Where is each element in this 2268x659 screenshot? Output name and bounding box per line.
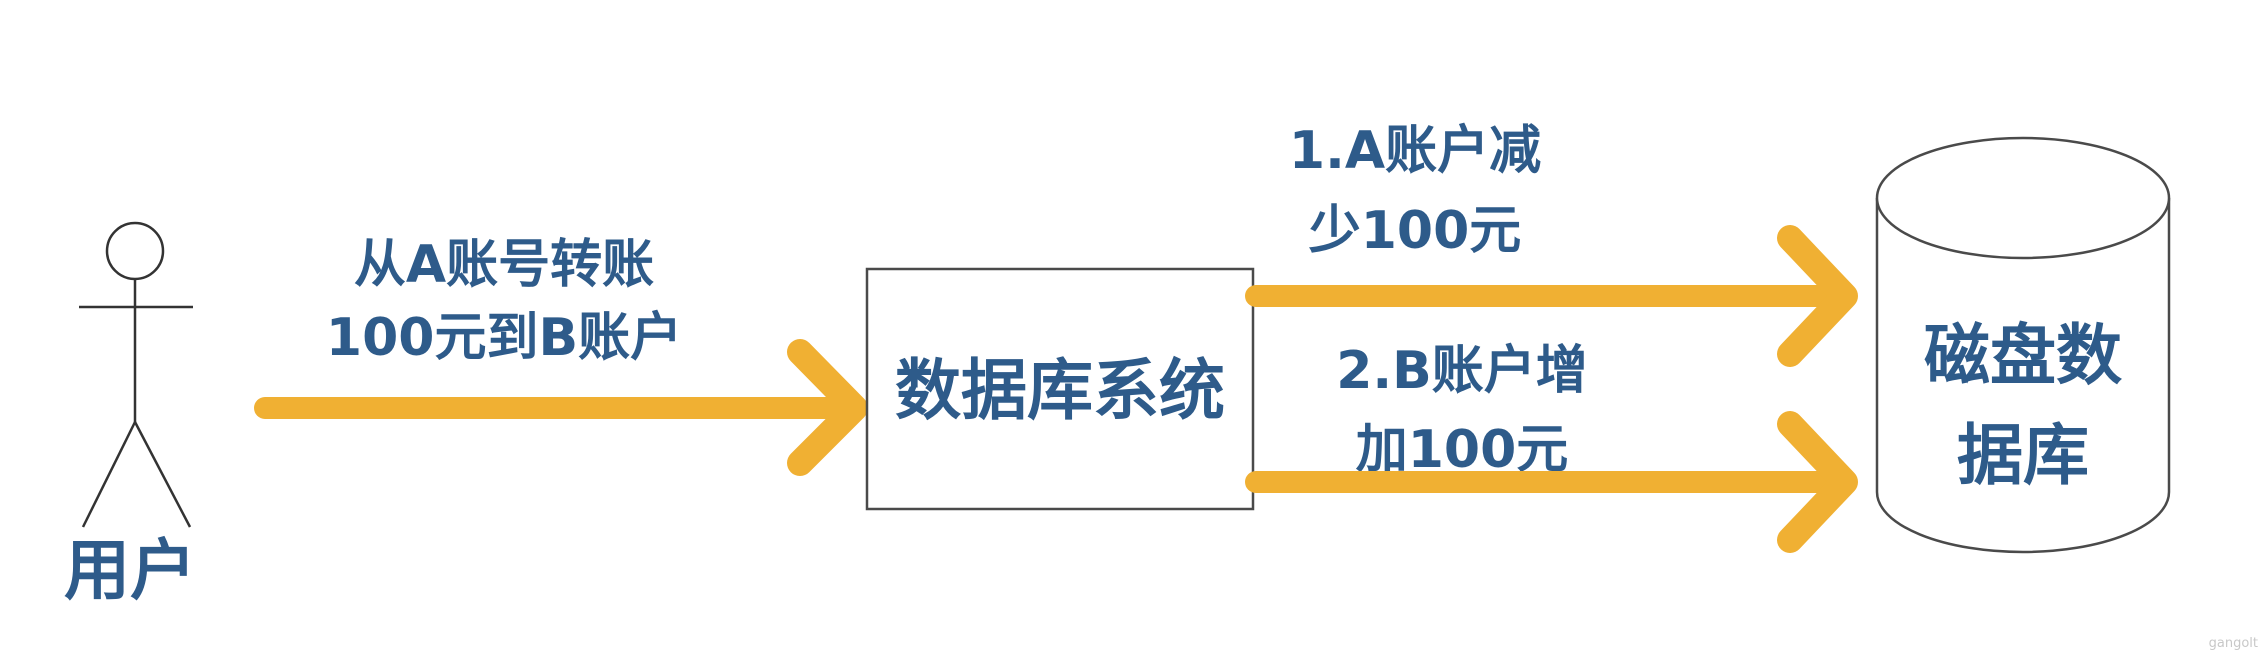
database-system-label: 数据库系统 (895, 352, 1225, 429)
disk-database-label-line2: 据库 (1957, 417, 2089, 494)
step1-arrow-head (1777, 225, 1858, 367)
step2-label-line2: 加100元 (1356, 420, 1569, 480)
request-label-line2: 100元到B账户 (326, 308, 682, 368)
step1-label-line1: 1.A账户减 (1289, 121, 1541, 181)
step1-arrow (1245, 225, 1858, 367)
cylinder-top (1875, 136, 2171, 260)
step2-label-line1: 2.B账户增 (1336, 341, 1588, 401)
request-arrow (254, 339, 868, 476)
database-system-box (865, 267, 1255, 511)
request-label-line1: 从A账号转账 (354, 235, 654, 295)
disk-database-cylinder-icon (1875, 136, 2171, 554)
actor-head (105, 221, 165, 281)
request-arrow-head (787, 339, 868, 476)
user-label: 用户 (64, 532, 196, 609)
watermark: gangolt (2209, 636, 2258, 651)
user-actor-icon (79, 221, 193, 528)
disk-database-label-line1: 磁盘数 (1924, 317, 2122, 394)
step1-label-line2: 少100元 (1309, 201, 1522, 261)
actor-right-leg (133, 421, 192, 528)
cylinder-body (1875, 198, 2171, 554)
step2-arrow (1245, 411, 1858, 553)
step2-arrow-head (1777, 411, 1858, 553)
actor-left-leg (81, 421, 137, 528)
